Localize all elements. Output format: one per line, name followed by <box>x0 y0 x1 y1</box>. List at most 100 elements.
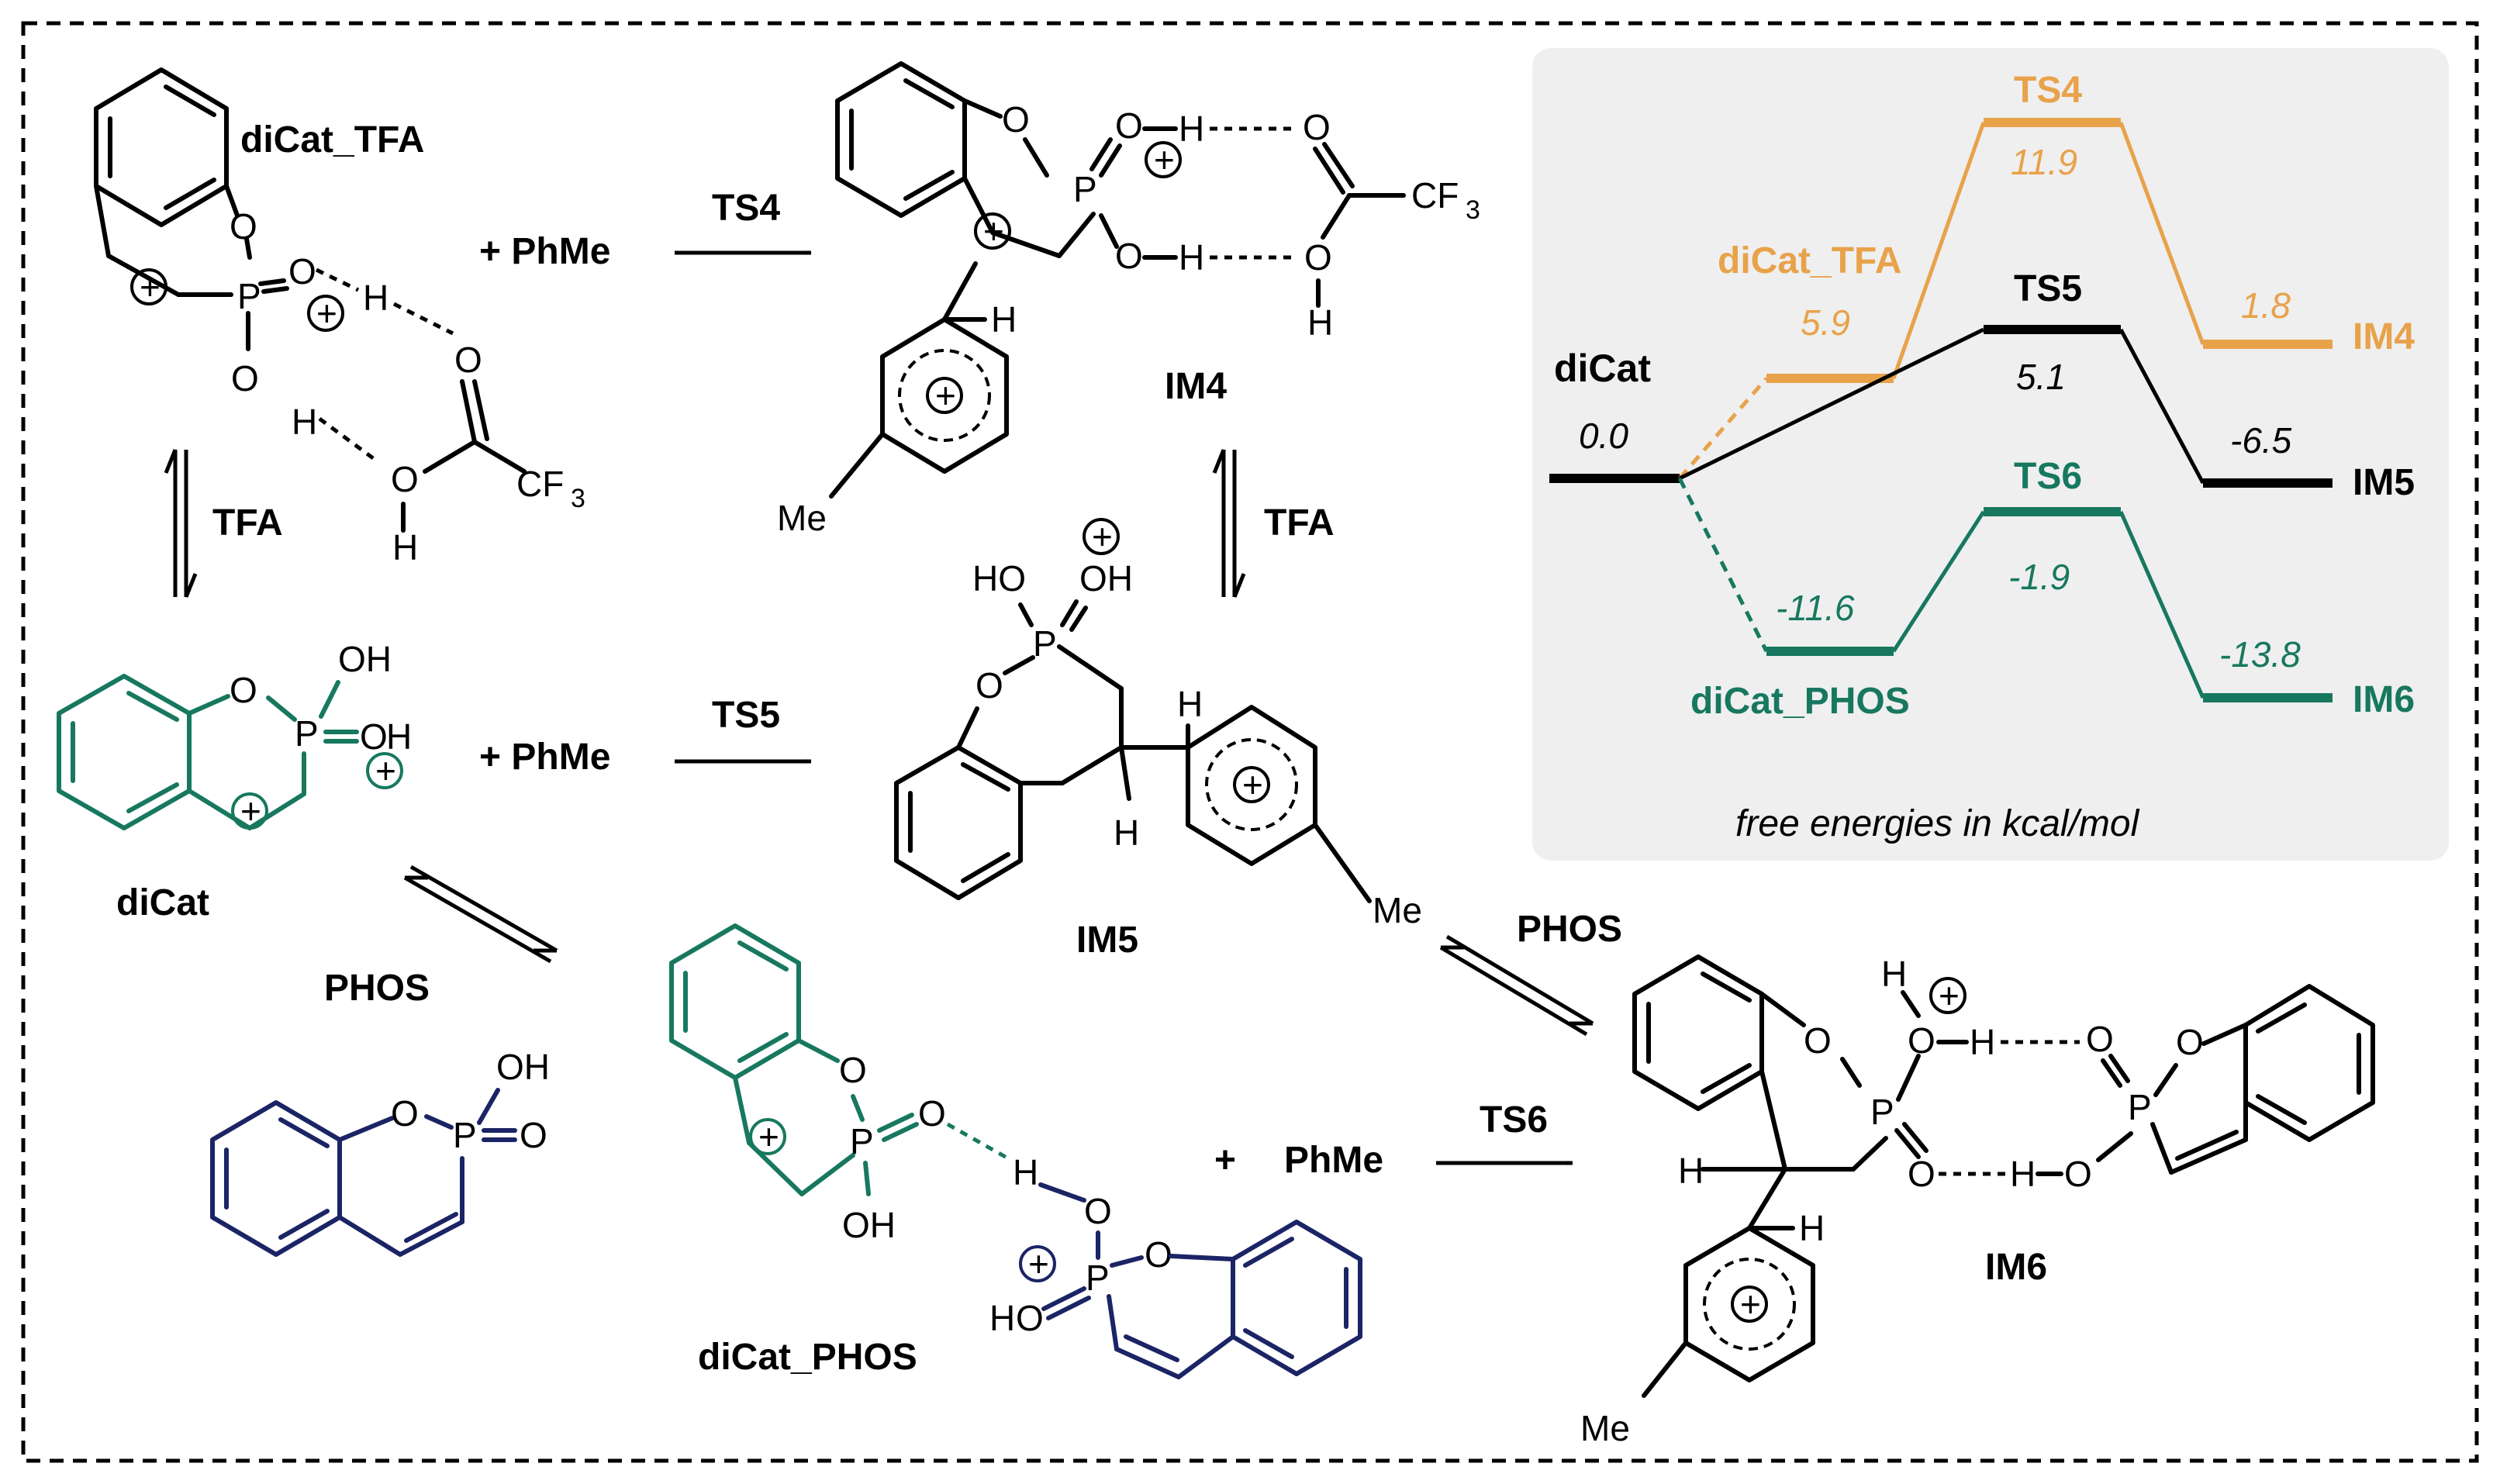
svg-text:+: + <box>1740 1284 1761 1324</box>
plus-phme-1: + PhMe <box>479 231 610 272</box>
svg-text:+: + <box>935 375 956 416</box>
svg-text:O: O <box>1303 107 1331 147</box>
svg-text:H: H <box>1179 237 1204 278</box>
svg-text:H: H <box>1013 1152 1038 1192</box>
svg-text:+: + <box>1028 1244 1049 1284</box>
svg-text:+: + <box>1939 975 1960 1016</box>
svg-text:Me: Me <box>1580 1408 1630 1448</box>
label-dicat: diCat <box>116 882 209 923</box>
level-label-ts5: TS5 <box>2014 268 2082 309</box>
structure-dicat: + O P OH O H + <box>57 639 412 831</box>
svg-text:O: O <box>2086 1019 2114 1059</box>
svg-text:O: O <box>1016 1298 1044 1338</box>
connector-dicat-to-tfa <box>1678 377 1768 480</box>
level-label-im5: IM5 <box>2353 462 2415 503</box>
level-label-dicat: diCat <box>1554 347 1651 390</box>
svg-text:H: H <box>2010 1154 2036 1194</box>
svg-text:P: P <box>850 1121 874 1161</box>
svg-text:O: O <box>975 665 1003 706</box>
svg-text:O: O <box>230 206 257 247</box>
svg-text:H: H <box>1881 954 1907 994</box>
svg-text:O: O <box>1804 1020 1832 1061</box>
svg-text:H: H <box>991 299 1017 340</box>
level-value-im4: 1.8 <box>2241 285 2291 326</box>
svg-text:+: + <box>983 211 1004 251</box>
svg-text:+: + <box>1092 516 1113 557</box>
svg-text:H: H <box>1678 1151 1704 1191</box>
svg-text:O: O <box>288 251 316 292</box>
svg-text:H: H <box>1970 1022 1995 1062</box>
energy-diagram: diCat 0.0 diCat_TFA 5.9 TS4 11.9 1.8 IM4… <box>1532 48 2449 861</box>
svg-text:O: O <box>1908 1020 1935 1061</box>
svg-text:O: O <box>1115 236 1143 276</box>
svg-text:O: O <box>1908 1154 1935 1194</box>
svg-text:Me: Me <box>1373 890 1422 930</box>
plus-phme-2: + PhMe <box>479 737 610 778</box>
level-value-im5: -6.5 <box>2230 420 2292 461</box>
svg-text:3: 3 <box>1466 195 1480 225</box>
label-tfa-right: TFA <box>1264 502 1335 544</box>
svg-text:+: + <box>140 267 161 307</box>
svg-text:H: H <box>292 402 317 442</box>
equilibrium-arrow-tfa-right <box>1212 449 1246 598</box>
level-label-ts4: TS4 <box>2014 70 2082 111</box>
structure-dicat-phos: + O P O OH H O P O + H O <box>669 923 1362 1379</box>
svg-text:H: H <box>1177 684 1203 724</box>
svg-text:O: O <box>1002 99 1030 140</box>
level-value-ts5: 5.1 <box>2016 357 2066 397</box>
connector-dicat-to-ts5 <box>1678 327 1985 481</box>
svg-text:+: + <box>240 791 261 831</box>
level-label-ts6: TS6 <box>2014 456 2082 497</box>
svg-text:P: P <box>1870 1092 1894 1132</box>
svg-text:P: P <box>1033 623 1057 664</box>
level-label-im4: IM4 <box>2353 316 2415 357</box>
label-dicat-tfa: diCat_TFA <box>240 119 424 160</box>
svg-text:O: O <box>839 1050 867 1090</box>
svg-text:P: P <box>453 1115 477 1155</box>
label-ts4: TS4 <box>712 188 780 229</box>
connector-phos-to-ts6 <box>1891 510 1986 653</box>
svg-text:H: H <box>392 527 418 568</box>
svg-text:O: O <box>1084 1191 1112 1231</box>
svg-text:P: P <box>1086 1258 1110 1298</box>
svg-text:P: P <box>295 713 319 754</box>
level-value-ts6: -1.9 <box>2008 557 2070 597</box>
level-value-ts4: 11.9 <box>2011 142 2077 182</box>
label-im5: IM5 <box>1076 920 1138 961</box>
level-label-dicat-tfa: diCat_TFA <box>1718 240 1901 281</box>
label-phos-right: PHOS <box>1517 909 1622 950</box>
energy-footnote: free energies in kcal/mol <box>1735 803 2140 844</box>
svg-text:O: O <box>1145 1234 1172 1275</box>
svg-text:O: O <box>2064 1154 2092 1194</box>
svg-text:O: O <box>2176 1022 2204 1062</box>
svg-text:P: P <box>2128 1087 2152 1127</box>
label-tfa-left: TFA <box>212 502 283 544</box>
svg-text:H: H <box>1114 813 1139 853</box>
level-label-dicat-phos: diCat_PHOS <box>1690 681 1910 722</box>
label-im4: IM4 <box>1165 366 1227 407</box>
svg-text:+: + <box>758 1116 779 1157</box>
svg-text:3: 3 <box>571 484 585 513</box>
svg-text:+: + <box>1154 140 1175 180</box>
energy-panel-background <box>1532 48 2449 861</box>
phme-3: PhMe <box>1284 1140 1383 1181</box>
svg-text:O: O <box>360 716 388 757</box>
svg-text:O: O <box>1115 105 1143 146</box>
connector-dicat-to-phos <box>1677 477 1769 653</box>
svg-text:H: H <box>989 1298 1015 1338</box>
svg-text:HO: HO <box>972 558 1026 599</box>
structure-dicat-tfa: O P O O H H + + O O H CF 3 <box>94 67 585 568</box>
svg-text:CF: CF <box>516 464 564 504</box>
svg-text:O: O <box>230 670 257 710</box>
level-value-dicat: 0.0 <box>1579 416 1628 456</box>
structure-im6: O P O H + H O H O O P O H <box>1580 954 2375 1448</box>
structure-im5: + HO OH P O H H + Me <box>894 516 1422 930</box>
svg-text:H: H <box>1307 302 1333 343</box>
svg-text:H: H <box>363 278 388 318</box>
label-dicat-phos: diCat_PHOS <box>698 1337 917 1378</box>
svg-text:Me: Me <box>777 498 827 538</box>
equilibrium-arrow-phos-right <box>1439 934 1594 1037</box>
svg-text:CF: CF <box>1411 175 1459 216</box>
dashed-border <box>21 21 2479 1463</box>
